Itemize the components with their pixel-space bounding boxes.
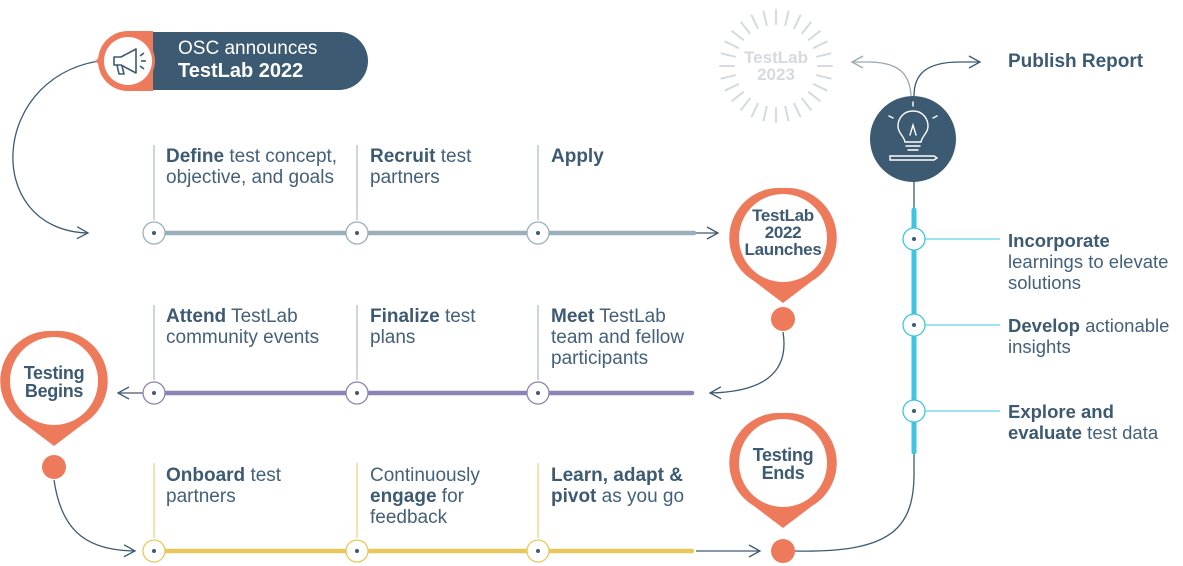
step-apply: Apply xyxy=(551,146,604,167)
stamp-ray xyxy=(750,14,759,30)
stamp-ray xyxy=(750,102,759,118)
stamp-ray xyxy=(720,52,737,58)
publish-report-label: Publish Report xyxy=(1008,51,1144,72)
stamp-ray xyxy=(720,74,737,80)
connector-begins-to-row3 xyxy=(53,479,137,558)
connector-ends-to-bulb xyxy=(794,182,915,552)
stamp-ray xyxy=(762,10,768,27)
connector-banner-to-row1 xyxy=(12,59,109,240)
megaphone-icon xyxy=(113,48,146,75)
step-learn: Learn, adapt & pivot as you go xyxy=(551,465,685,507)
step-finalize: Finalize test plans xyxy=(370,306,476,348)
stamp-ray xyxy=(815,52,832,58)
step-onboard: Onboard test partners xyxy=(166,465,282,507)
stamp-ray xyxy=(801,97,812,111)
stamp-ray xyxy=(740,97,751,111)
pin-launch-label: TestLab 2022 Launches xyxy=(744,206,822,259)
announcement-banner xyxy=(95,31,368,91)
pin-begins xyxy=(0,330,108,479)
step-explore: Explore and evaluate test data xyxy=(1008,401,1159,443)
connector-bulb-to-2023 xyxy=(850,55,912,97)
connector-bulb-to-publish xyxy=(913,55,982,97)
pin-begins-label: Testing Begins xyxy=(23,363,85,401)
stamp-ray xyxy=(784,105,790,122)
pin-launch xyxy=(729,187,837,331)
step-incorporate: Incorporate learnings to elevate solutio… xyxy=(1008,230,1169,293)
step-engage: Continuously engage for feedback xyxy=(370,465,480,528)
step-recruit: Recruit test partners xyxy=(370,146,472,188)
stamp-ray xyxy=(762,105,768,122)
stamp-burst xyxy=(719,9,833,123)
banner-line2: TestLab 2022 xyxy=(178,60,304,82)
step-meet: Meet TestLab team and fellow participant… xyxy=(551,306,685,369)
stamp-ray xyxy=(807,91,821,102)
lightbulb-icon xyxy=(888,101,939,161)
stamp-ray xyxy=(807,30,821,41)
connector-launch-to-row2 xyxy=(708,331,785,400)
stamp-ray xyxy=(784,10,790,27)
stamp-ray xyxy=(731,91,745,102)
step-define: Define test concept, objective, and goal… xyxy=(166,146,338,188)
pin-ends-label: Testing Ends xyxy=(752,445,814,483)
stamp-ray xyxy=(793,102,802,118)
pin-ends xyxy=(729,412,837,563)
stamp-ray xyxy=(731,30,745,41)
stamp-ray xyxy=(815,74,832,80)
stamp-ray xyxy=(724,40,740,49)
lightbulb-badge xyxy=(870,96,956,182)
stamp-ray xyxy=(793,14,802,30)
testlab-2023-stamp: TestLab 2023 xyxy=(744,48,808,84)
banner-text: OSC announces TestLab 2022 xyxy=(178,37,317,83)
stamp-ray xyxy=(812,83,828,92)
stamp-ray xyxy=(724,83,740,92)
step-develop: Develop actionable insights xyxy=(1008,315,1170,357)
stamp-ray xyxy=(812,40,828,49)
step-attend: Attend TestLab community events xyxy=(166,306,320,348)
stamp-ray xyxy=(740,21,751,35)
stamp-ray xyxy=(801,21,812,35)
banner-line1: OSC announces xyxy=(178,38,318,59)
